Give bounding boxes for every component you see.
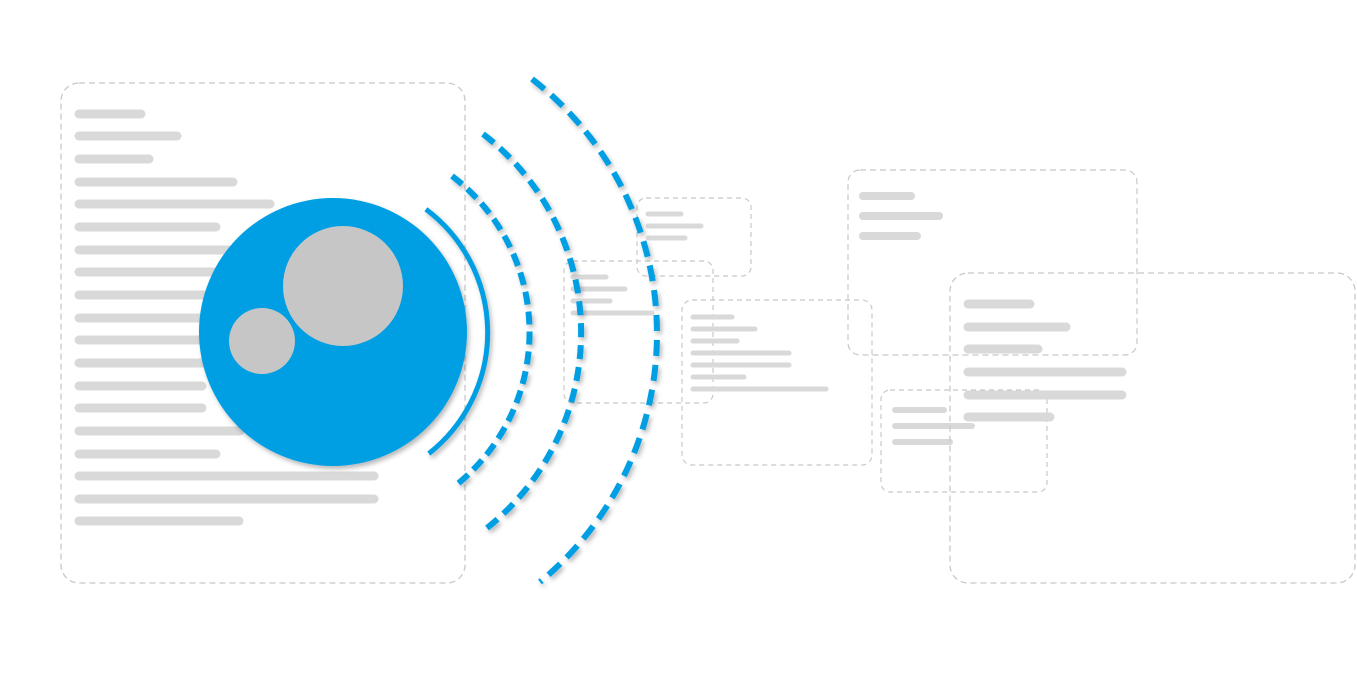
target-card-medium bbox=[681, 299, 873, 466]
target-card-small-bottom bbox=[880, 389, 1048, 493]
card-border bbox=[880, 389, 1048, 493]
signal-wave-2 bbox=[450, 173, 533, 489]
signal-wave-3 bbox=[481, 131, 585, 531]
target-card-large bbox=[949, 272, 1356, 584]
card-border bbox=[636, 197, 752, 277]
signal-wave-1 bbox=[424, 207, 491, 456]
card-border bbox=[847, 169, 1138, 356]
card-border bbox=[681, 299, 873, 466]
source-card-border bbox=[60, 82, 466, 584]
card-border bbox=[949, 272, 1356, 584]
card-border bbox=[563, 260, 714, 404]
target-card-small-top bbox=[636, 197, 752, 277]
target-card-small-middle bbox=[563, 260, 714, 404]
target-card-upper-right bbox=[847, 169, 1138, 356]
signal-waves-icon bbox=[424, 76, 660, 585]
orb-small-dot bbox=[229, 308, 295, 374]
signal-wave-4 bbox=[530, 76, 660, 585]
orb-large-dot bbox=[283, 226, 403, 346]
broadcast-orb-icon bbox=[199, 198, 467, 466]
